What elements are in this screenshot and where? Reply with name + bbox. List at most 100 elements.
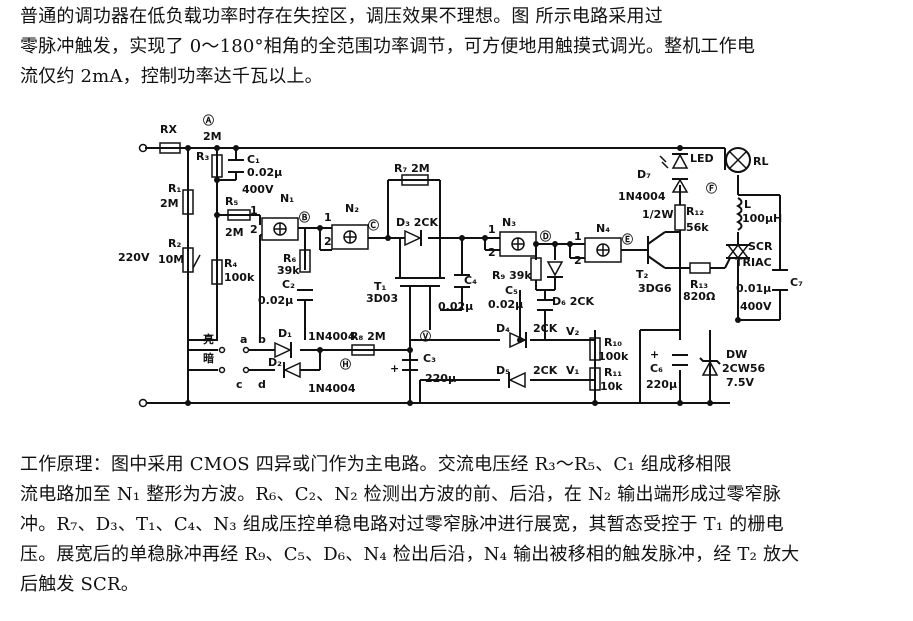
capacitor-c1 [228, 159, 244, 173]
label-c4: C₄ [464, 274, 477, 287]
label-v2: V₂ [566, 325, 580, 338]
label-r6: R₆ [283, 252, 296, 265]
resistor-r11 [589, 367, 601, 391]
label-c3-plus: + [390, 362, 399, 375]
intro-line-3: 流仅约 2mA，控制功率达千瓦以上。 [20, 66, 323, 87]
capacitor-c7 [772, 269, 788, 291]
switch-dim [218, 366, 250, 374]
principle-line-5: 后触发 SCR。 [20, 574, 139, 595]
label-c1-val: 0.02μ [247, 166, 282, 179]
capacitor-c6 [672, 354, 688, 366]
label-r4: R₄ [224, 257, 237, 270]
intro-line-2: 零脉冲触发，实现了 0～180°相角的全范围功率调节，可方便地用触摸式调光。整机… [20, 36, 756, 57]
label-d7-type: 1N4004 [618, 190, 666, 203]
capacitor-c3 [402, 359, 418, 371]
label-r13-val: 820Ω [683, 290, 716, 303]
label-l: L [744, 198, 751, 211]
label-r12-val: 56k [686, 221, 709, 234]
label-r1-val: 2M [160, 197, 179, 210]
diode-d5 [508, 371, 526, 389]
label-c6-plus: + [650, 348, 659, 361]
gate-n1 [261, 217, 299, 241]
label-r10: R₁₀ [604, 336, 622, 349]
capacitor-c5 [537, 299, 553, 311]
diode-d1 [274, 341, 292, 359]
label-bright: 亮 [203, 332, 214, 346]
label-c4-val: 0.02μ [438, 300, 473, 313]
triac-scr [724, 243, 750, 269]
principle-line-1: 工作原理：图中采用 CMOS 四异或门作为主电路。交流电压经 R₃～R₅、C₁ … [20, 454, 732, 475]
label-t2-type: 3DG6 [638, 282, 672, 295]
label-led: LED [690, 152, 714, 165]
principle-paragraph: 工作原理：图中采用 CMOS 四异或门作为主电路。交流电压经 R₃～R₅、C₁ … [20, 450, 900, 600]
label-c7-volt: 400V [740, 300, 772, 313]
label-c3: C₃ [423, 352, 436, 365]
label-r7: R₇ 2M [394, 162, 430, 175]
resistor-r6 [299, 249, 311, 273]
label-d4-type: 2CK [533, 322, 558, 335]
label-d4: D₄ [496, 322, 510, 335]
diode-d6 [546, 261, 564, 278]
gate-n4 [584, 237, 622, 263]
label-n3: N₃ [502, 216, 516, 229]
label-c3-val: 220μ [425, 372, 456, 385]
diode-d4 [509, 331, 527, 349]
label-r12: R₁₂ [686, 205, 704, 218]
resistor-r5 [227, 209, 251, 221]
wiring [138, 143, 781, 408]
lamp-rl [725, 147, 751, 173]
label-r10-val: 100k [598, 350, 629, 363]
label-r1: R₁ [168, 182, 181, 195]
label-node-h: Ⓗ [340, 357, 351, 371]
label-n1-in2: 2 [250, 223, 258, 236]
resistor-r9 [530, 257, 542, 281]
label-d2: D₂ [268, 356, 282, 369]
resistor-r4 [211, 259, 223, 285]
label-dw-type: 2CW56 [722, 362, 766, 375]
label-node-f: Ⓕ [706, 181, 717, 195]
capacitor-c4 [454, 274, 470, 288]
label-n1: N₁ [280, 192, 294, 205]
label-rx: RX [160, 123, 177, 136]
label-n4: N₄ [596, 222, 610, 235]
resistor-r2 [182, 247, 201, 273]
inductor-l [735, 197, 743, 231]
label-c6: C₆ [650, 362, 663, 375]
label-c7: C₇ [790, 276, 803, 289]
label-d: d [258, 378, 266, 391]
label-d2-type: 1N4004 [308, 382, 356, 395]
label-c1: C₁ [247, 153, 260, 166]
label-r9: R₉ 39k [492, 269, 532, 282]
resistor-r7 [401, 174, 429, 186]
label-c7-val: 0.01μ [736, 282, 771, 295]
diode-d3 [404, 229, 422, 247]
label-a: a [240, 333, 247, 346]
label-node-a: Ⓐ [203, 113, 214, 127]
label-v1: V₁ [566, 364, 580, 377]
label-r5-val: 2M [225, 226, 244, 239]
resistor-r13 [689, 262, 711, 274]
label-t1-type: 3D03 [366, 292, 398, 305]
label-r3: R₃ [196, 150, 209, 163]
gate-n3 [499, 231, 537, 257]
label-n4-in1: 1 [574, 230, 582, 243]
label-c2-val: 0.02μ [258, 294, 293, 307]
label-t1: T₁ [374, 280, 387, 293]
label-r5: R₅ [225, 195, 238, 208]
label-scr: SCR [748, 240, 773, 253]
label-d1: D₁ [278, 327, 292, 340]
label-d6: D₆ 2CK [552, 295, 595, 308]
label-r8: R₈ 2M [350, 330, 386, 343]
label-c5: C₅ [505, 284, 518, 297]
label-r2-val: 10M [158, 253, 184, 266]
intro-line-1: 普通的调功器在低负载功率时存在失控区，调压效果不理想。图 所示电路采用过 [20, 6, 663, 27]
label-c2: C₂ [282, 278, 295, 291]
zener-dw [699, 357, 721, 376]
label-triac: TRIAC [735, 256, 772, 269]
label-r11: R₁₁ [604, 366, 622, 379]
label-dw: DW [726, 348, 747, 361]
label-n4-in2: 2 [574, 254, 582, 267]
label-node-b: Ⓑ [299, 210, 310, 224]
label-n3-in1: 1 [488, 223, 496, 236]
label-ac: 220V [118, 251, 150, 264]
